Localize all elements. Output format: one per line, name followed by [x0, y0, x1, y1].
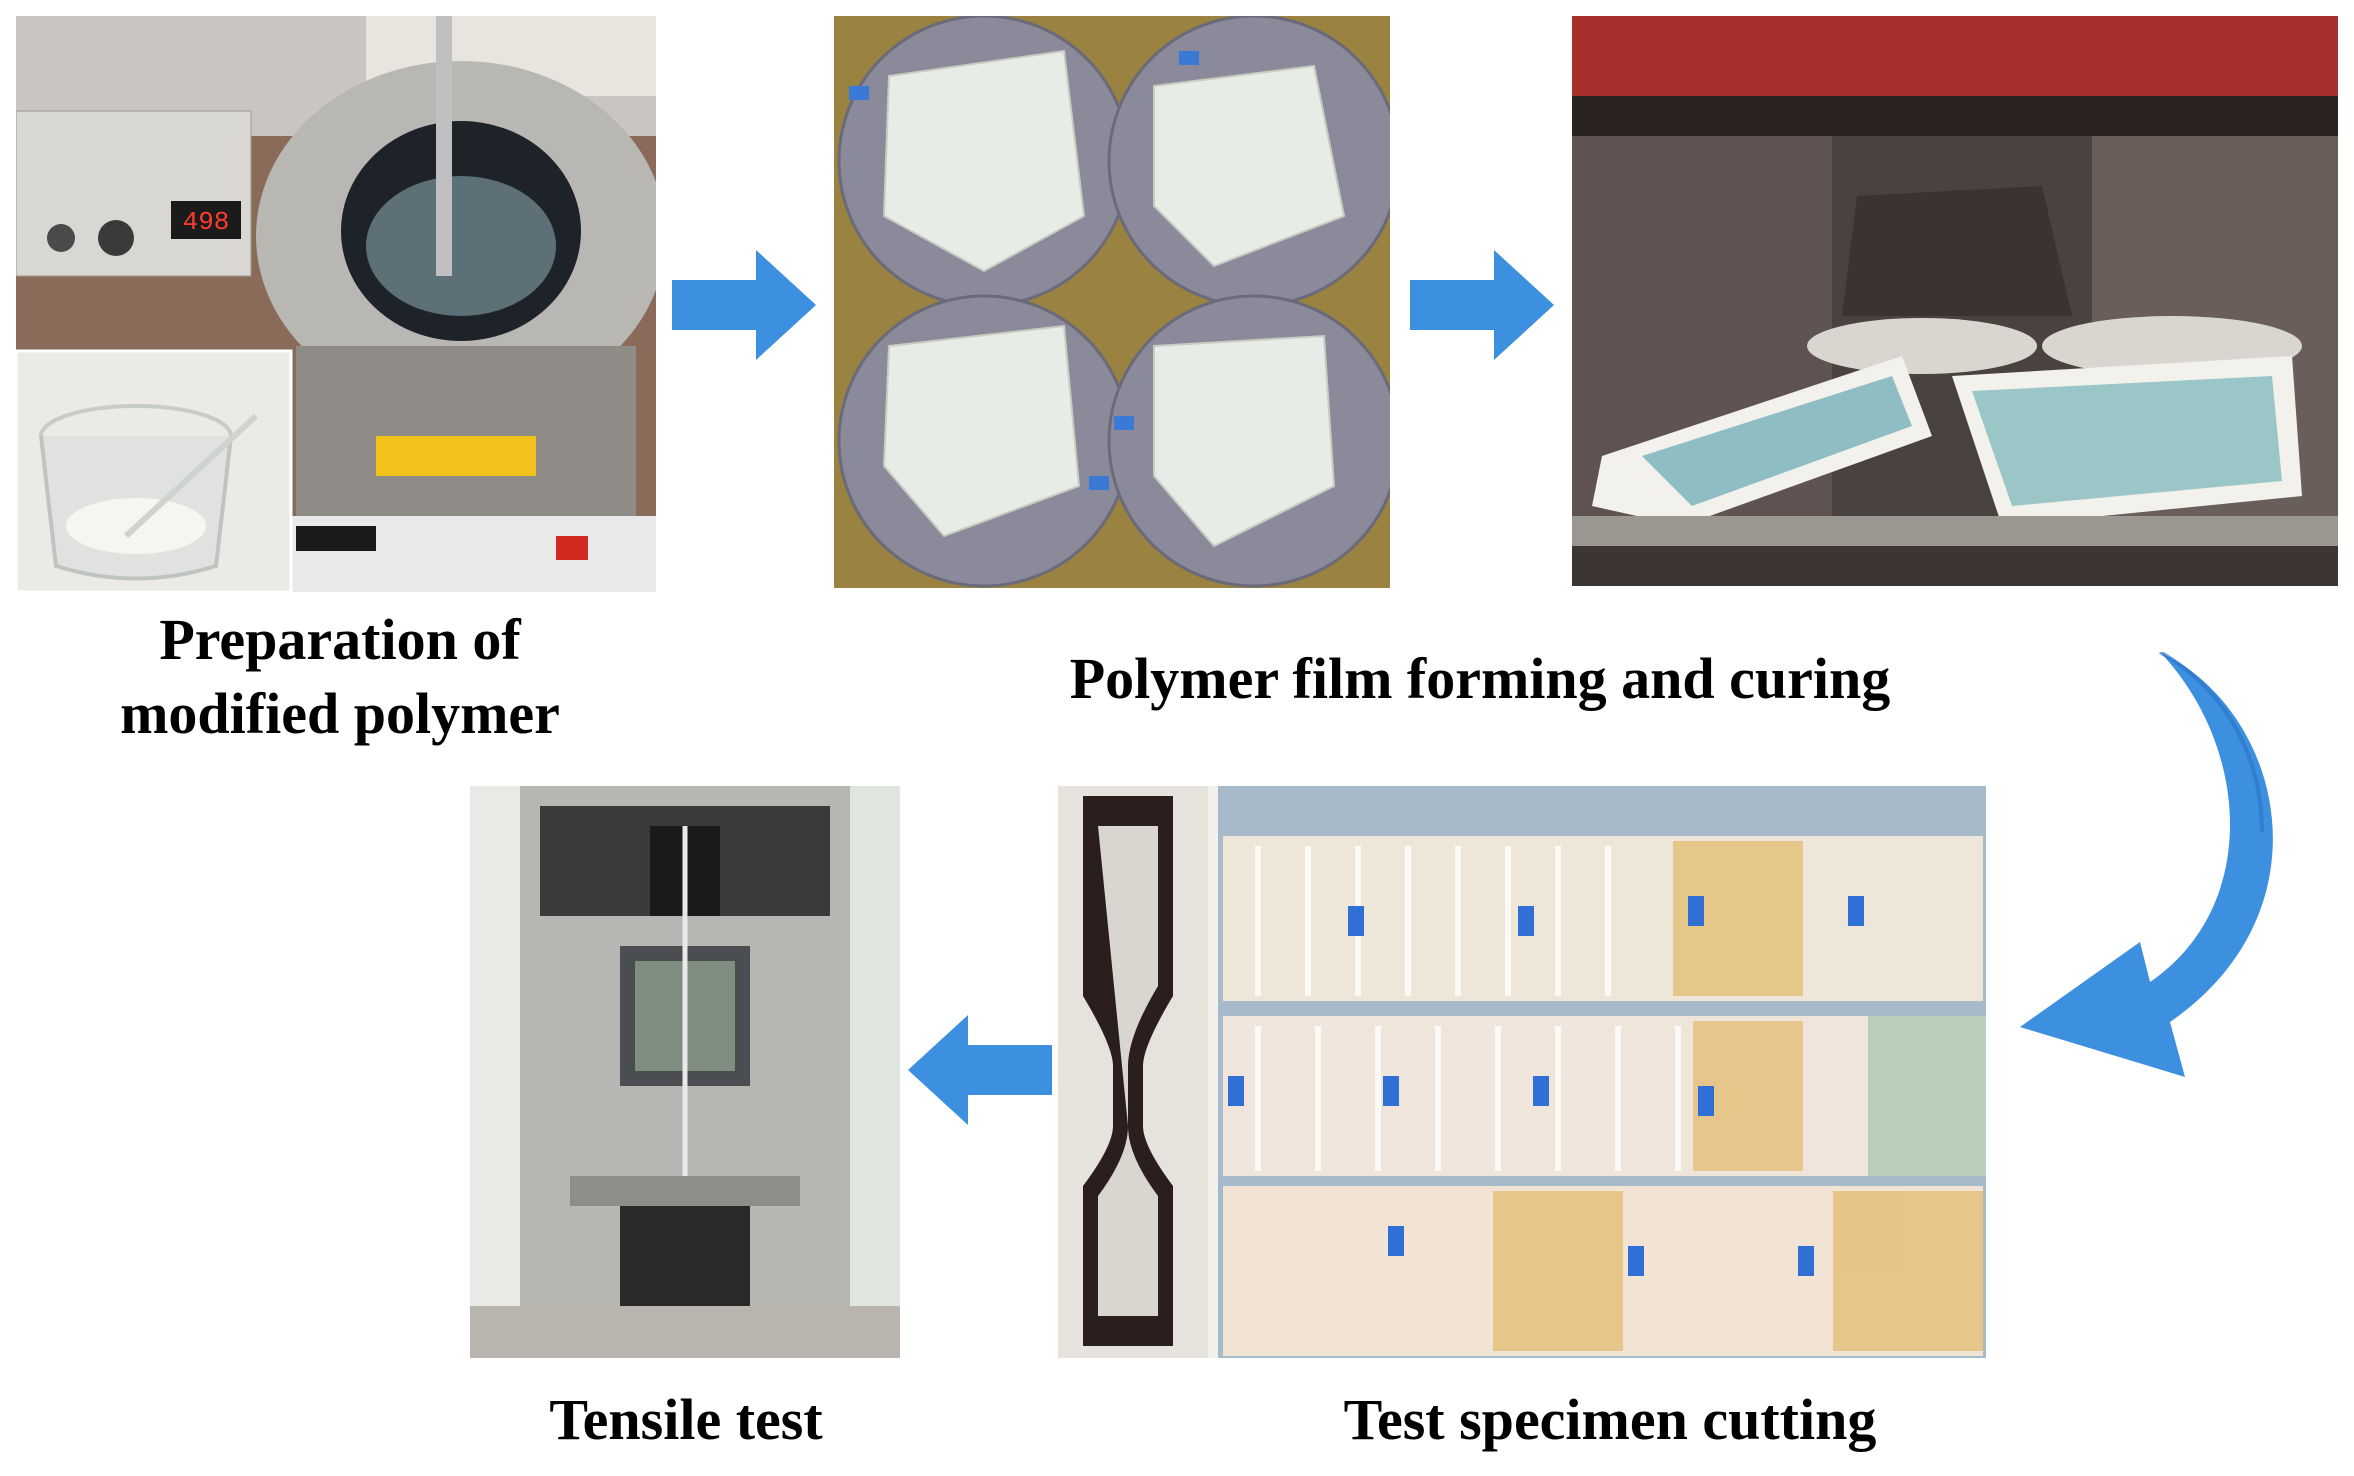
label-film-forming: Polymer film forming and curing [1069, 646, 1891, 711]
photo-specimen-cutting [1058, 786, 1986, 1358]
label-preparation-line2: modified polymer [120, 681, 560, 746]
arrow-right-2-icon [1410, 250, 1554, 360]
label-preparation-line1: Preparation of [159, 607, 521, 672]
oven-frame-red [1572, 16, 2338, 96]
curved-arrow-down-left-icon [2000, 652, 2320, 1092]
label-preparation: Preparation of modified polymer [60, 603, 620, 751]
arrow-left-icon [908, 1015, 1052, 1125]
stirrer-controller [16, 110, 252, 277]
photo-oven-curing [1572, 16, 2338, 586]
photo-preparation: 498 [16, 16, 656, 592]
photo-film-plates [834, 16, 1390, 588]
label-tensile-test: Tensile test [549, 1387, 823, 1452]
arrow-right-1-icon [672, 250, 816, 360]
label-specimen-cutting: Test specimen cutting [1343, 1387, 1877, 1452]
photo-tensile-test [470, 786, 900, 1358]
heater-display: 498 [183, 207, 230, 237]
